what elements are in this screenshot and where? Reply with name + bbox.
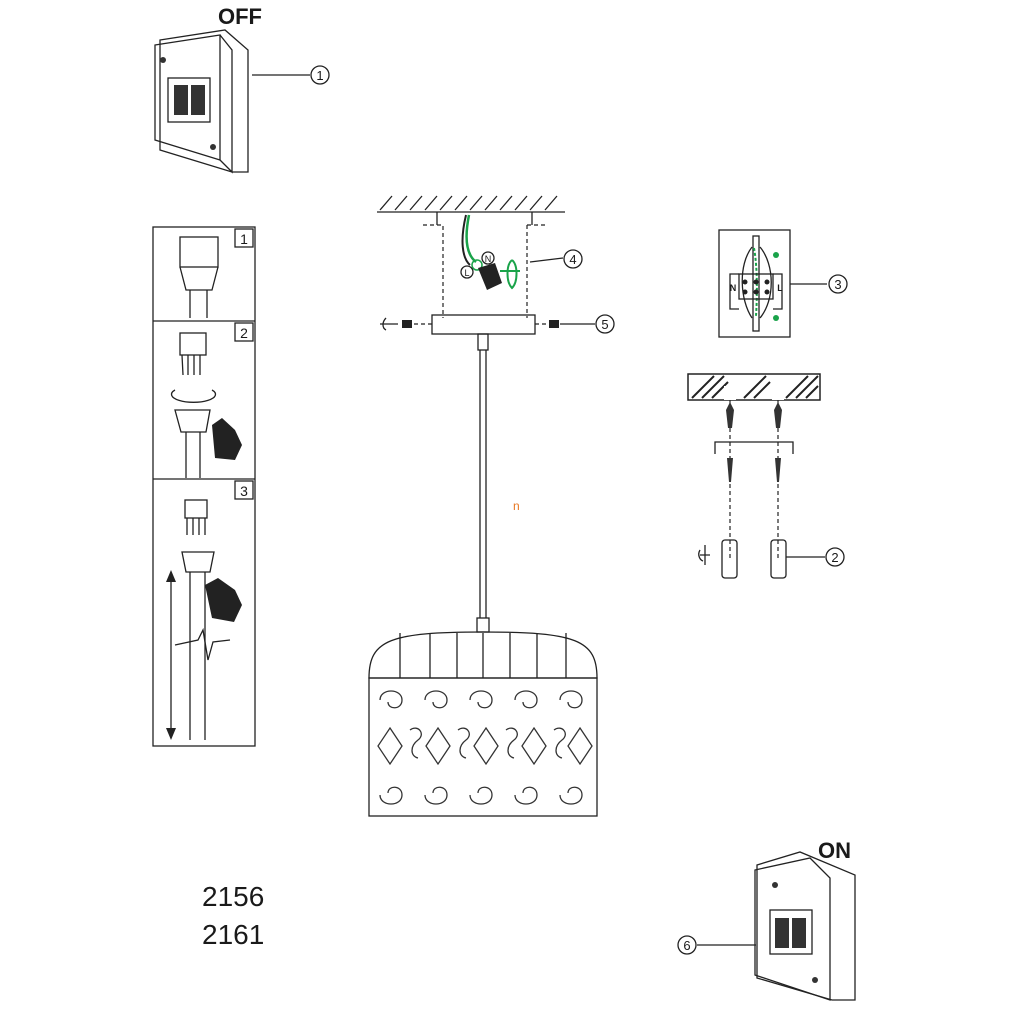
terminal-live-label: L [777,283,783,293]
step-3-number: 3 [240,483,248,499]
connector-live-label: L [464,268,469,278]
callout-2: 2 [825,547,845,567]
pendant-lamp [368,333,598,817]
hand-icon [212,418,242,460]
stray-mark: n [513,499,520,513]
breaker-box-on [754,851,856,1001]
step-1-number: 1 [240,231,248,247]
svg-text:1: 1 [316,68,323,83]
svg-text:4: 4 [569,252,576,267]
on-label: ON [818,838,851,863]
hand-icon [205,578,242,622]
svg-text:2: 2 [831,550,838,565]
off-label: OFF [218,4,262,29]
svg-text:6: 6 [683,938,690,953]
connector-neutral-label: N [485,254,492,264]
callout-3: 3 [828,274,848,294]
mounting-screws [687,373,825,579]
callout-1: 1 [310,65,330,85]
terminal-neutral-label: N [730,283,737,293]
callout-5: 5 [595,314,615,334]
svg-text:3: 3 [834,277,841,292]
callout-6: 6 [677,935,697,955]
callout-4: 4 [563,249,583,269]
model-number-1: 2156 [202,881,264,912]
step-2-number: 2 [240,325,248,341]
steps-panel: 1 2 3 [152,226,256,747]
model-number-2: 2161 [202,919,264,950]
terminal-block-inset: N L [718,229,791,338]
svg-text:5: 5 [601,317,608,332]
breaker-box-off [154,29,249,174]
ceiling-mount: N L [377,195,595,335]
